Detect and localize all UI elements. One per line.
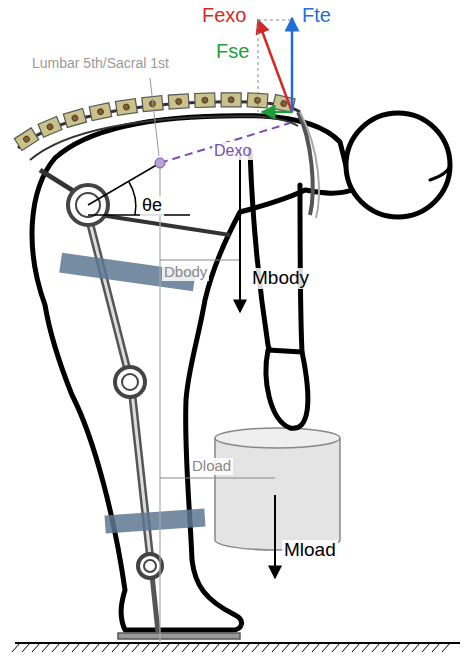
human-body (32, 113, 450, 630)
distance-label: Dbody (162, 264, 209, 281)
force-label: Fse (214, 40, 251, 62)
exoskeleton-frame (18, 102, 319, 639)
load-cylinder (215, 428, 340, 550)
exoskeleton-strap (59, 253, 205, 534)
angle-label: θe (140, 196, 164, 216)
force-label: Fexo (200, 4, 248, 26)
mechanics-lines (88, 18, 292, 643)
ground (12, 643, 460, 652)
force-label: Fte (300, 4, 333, 26)
distance-label: Dexo (212, 142, 253, 160)
joint-label: Lumbar 5th/Sacral 1st (30, 56, 171, 71)
distance-label: Dload (190, 458, 233, 475)
moment-label: Mbody (250, 268, 311, 289)
moment-label: Mload (282, 540, 338, 561)
exoskeleton-joint (68, 185, 162, 578)
